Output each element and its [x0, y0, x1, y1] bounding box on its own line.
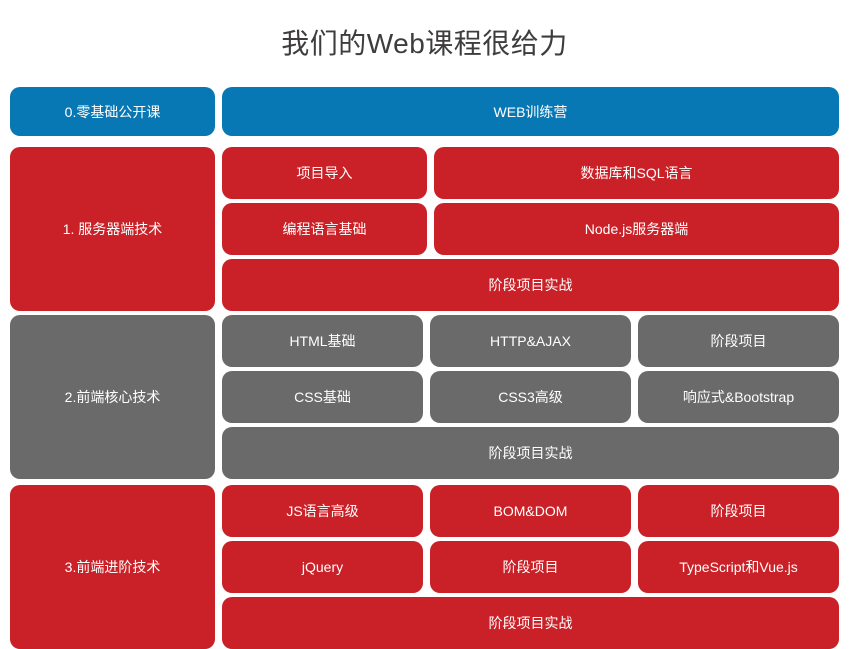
course-row: 阶段项目实战: [222, 597, 839, 649]
course-block-bom-dom: BOM&DOM: [430, 485, 631, 537]
course-block-css-basics: CSS基础: [222, 371, 423, 423]
course-block-typescript-vue: TypeScript和Vue.js: [638, 541, 839, 593]
course-block-http-ajax: HTTP&AJAX: [430, 315, 631, 367]
course-row: CSS基础 CSS3高级 响应式&Bootstrap: [222, 371, 839, 423]
course-row: WEB训练营: [222, 87, 839, 136]
course-block-project-intro: 项目导入: [222, 147, 427, 199]
stage-block-server-side: 1. 服务器端技术: [10, 147, 215, 311]
course-block-html-basics: HTML基础: [222, 315, 423, 367]
course-row: 编程语言基础 Node.js服务器端: [222, 203, 839, 255]
course-block-stage-project-practice: 阶段项目实战: [222, 597, 839, 649]
course-block-nodejs: Node.js服务器端: [434, 203, 839, 255]
course-block-stage-project-practice: 阶段项目实战: [222, 259, 839, 311]
course-row: 阶段项目实战: [222, 427, 839, 479]
section-zero-basics: 0.零基础公开课 WEB训练营: [10, 87, 839, 136]
course-row: HTML基础 HTTP&AJAX 阶段项目: [222, 315, 839, 367]
courses-frontend-core: HTML基础 HTTP&AJAX 阶段项目 CSS基础 CSS3高级 响应式&B…: [222, 315, 839, 479]
section-frontend-core: 2.前端核心技术 HTML基础 HTTP&AJAX 阶段项目 CSS基础 CSS…: [10, 315, 839, 479]
course-block-database-sql: 数据库和SQL语言: [434, 147, 839, 199]
stage-block-zero-basics: 0.零基础公开课: [10, 87, 215, 136]
course-block-js-advanced: JS语言高级: [222, 485, 423, 537]
course-block-responsive-bootstrap: 响应式&Bootstrap: [638, 371, 839, 423]
course-block-css3-advanced: CSS3高级: [430, 371, 631, 423]
course-block-stage-project-practice: 阶段项目实战: [222, 427, 839, 479]
course-block-stage-project: 阶段项目: [638, 315, 839, 367]
courses-zero-basics: WEB训练营: [222, 87, 839, 136]
page-title: 我们的Web课程很给力: [281, 28, 568, 59]
curriculum-board: 0.零基础公开课 WEB训练营 1. 服务器端技术 项目导入 数据库和SQL语言…: [0, 62, 849, 649]
stage-block-frontend-core: 2.前端核心技术: [10, 315, 215, 479]
course-row: JS语言高级 BOM&DOM 阶段项目: [222, 485, 839, 537]
course-block-stage-project: 阶段项目: [638, 485, 839, 537]
course-block-jquery: jQuery: [222, 541, 423, 593]
section-frontend-advanced: 3.前端进阶技术 JS语言高级 BOM&DOM 阶段项目 jQuery 阶段项目…: [10, 485, 839, 649]
course-row: 阶段项目实战: [222, 259, 839, 311]
course-block-stage-project: 阶段项目: [430, 541, 631, 593]
course-row: 项目导入 数据库和SQL语言: [222, 147, 839, 199]
course-block-web-camp: WEB训练营: [222, 87, 839, 136]
courses-frontend-advanced: JS语言高级 BOM&DOM 阶段项目 jQuery 阶段项目 TypeScri…: [222, 485, 839, 649]
section-server-side: 1. 服务器端技术 项目导入 数据库和SQL语言 编程语言基础 Node.js服…: [10, 147, 839, 311]
courses-server-side: 项目导入 数据库和SQL语言 编程语言基础 Node.js服务器端 阶段项目实战: [222, 147, 839, 311]
course-block-programming-basics: 编程语言基础: [222, 203, 427, 255]
stage-block-frontend-advanced: 3.前端进阶技术: [10, 485, 215, 649]
course-row: jQuery 阶段项目 TypeScript和Vue.js: [222, 541, 839, 593]
